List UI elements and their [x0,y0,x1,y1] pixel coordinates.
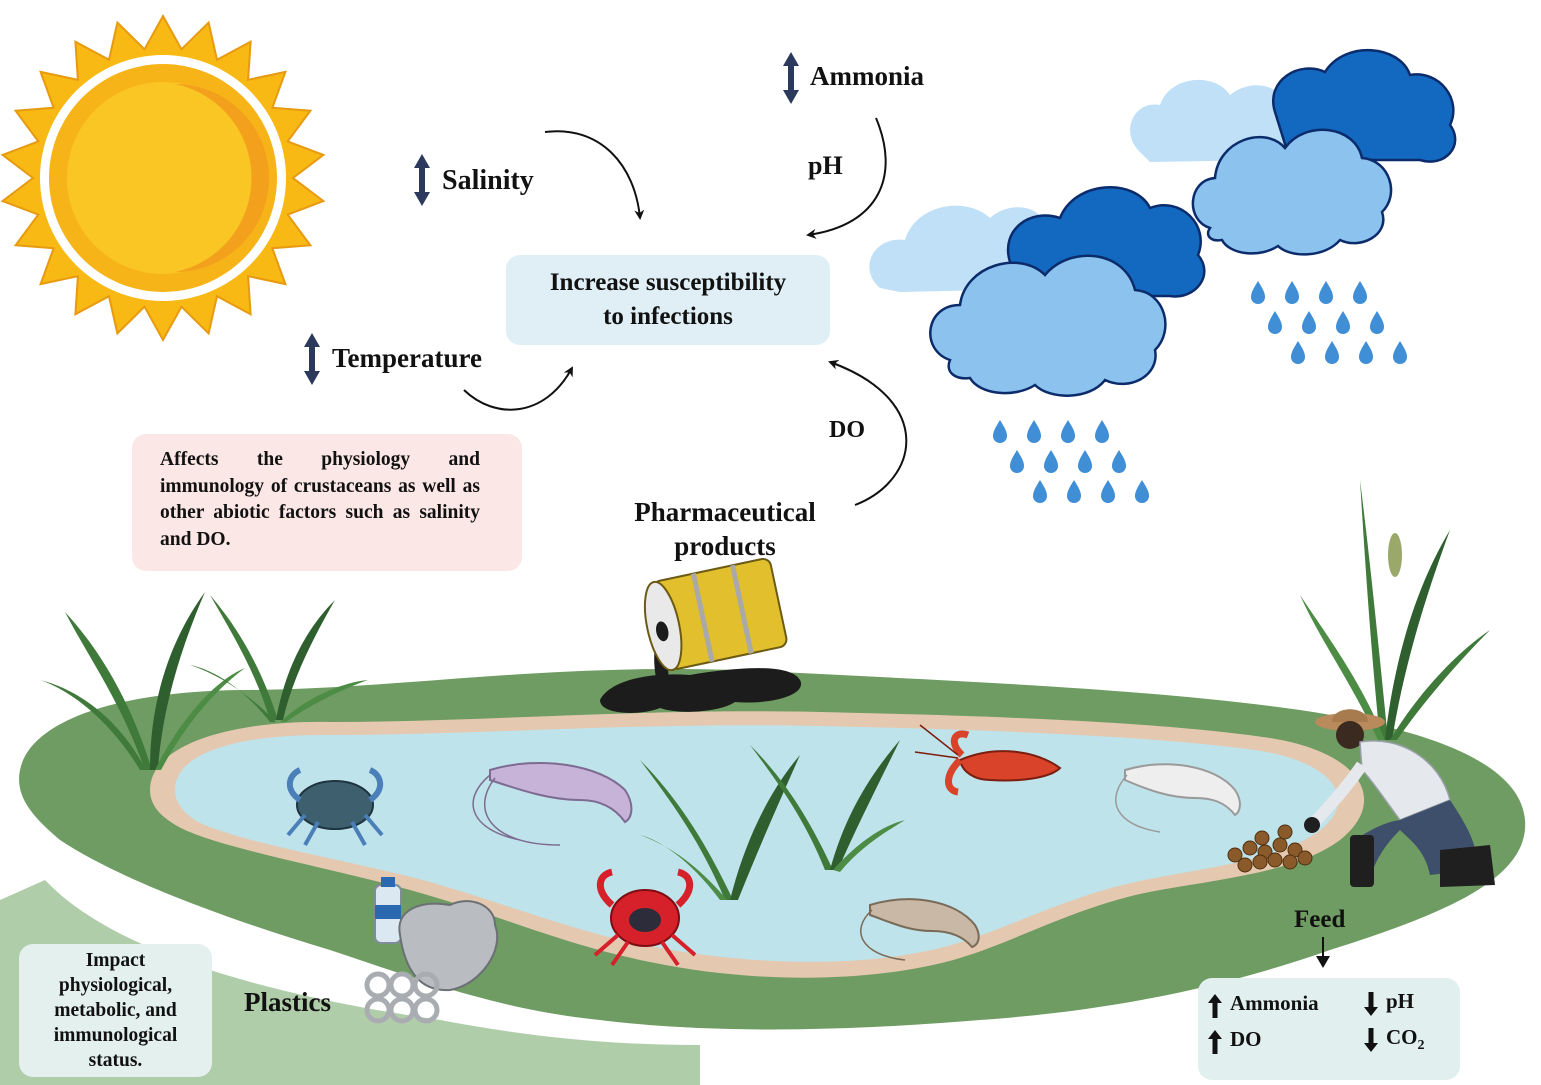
farmer-icon [1304,709,1495,887]
curved-arrow-icon [463,117,908,506]
shrimp-icon [860,898,980,961]
barrel-icon [643,557,788,672]
ph-label: pH [808,151,843,180]
feed-co2-label: CO2 [1386,1025,1425,1054]
down-arrow-icon [1364,992,1378,1016]
ammonia-label: Ammonia [810,61,924,91]
shrimp-icon [472,761,633,846]
feed-ph-label: pH [1386,989,1415,1013]
shrimp-icon [1115,763,1241,833]
temperature-effect-box: Affects the physiology and immunology of… [132,434,522,571]
cloud-icon [869,49,1457,397]
six-pack-rings-icon [364,971,440,1024]
plastic-bag-icon [398,900,499,992]
temperature-effect-text: Affects the physiology and immunology of… [160,449,480,550]
crab-icon [593,868,697,967]
feed-co2-subscript: 2 [1417,1038,1425,1054]
impact-line-1: Impact [85,950,146,971]
plastics-label: Plastics [244,987,331,1017]
salinity-label: Salinity [442,165,534,196]
crab-icon [286,767,384,846]
impact-line-2: physiological, [58,975,173,996]
feed-effects-box: Ammonia DO pH CO2 [1198,978,1460,1080]
feed-ammonia-label: Ammonia [1230,991,1319,1015]
do-label: DO [829,417,865,443]
feed-do-label: DO [1230,1027,1262,1051]
down-arrow-icon [1364,1028,1378,1052]
up-arrow-icon [1208,1030,1222,1054]
pharmaceutical-label: Pharmaceutical products [634,497,816,561]
susceptibility-box: Increase susceptibility to infections [506,255,830,345]
susceptibility-line-2: to infections [603,303,733,330]
sun-icon [0,13,326,343]
feed-pellets-icon [1227,824,1313,873]
plastics-impact-box: Impact physiological, metabolic, and imm… [19,944,212,1077]
impact-line-5: status. [88,1050,143,1071]
down-arrow-icon [1316,937,1330,968]
plastic-bottle-icon [374,877,402,944]
up-arrow-icon [1208,994,1222,1018]
grass-icon [40,480,1490,900]
impact-line-3: metabolic, and [54,1000,177,1021]
crayfish-icon [914,724,1062,796]
feed-label: Feed [1294,906,1346,933]
temperature-label: Temperature [332,343,482,373]
susceptibility-line-1: Increase susceptibility [549,269,787,296]
feed-co2-text: CO [1386,1025,1418,1049]
impact-line-4: immunological [53,1025,178,1046]
